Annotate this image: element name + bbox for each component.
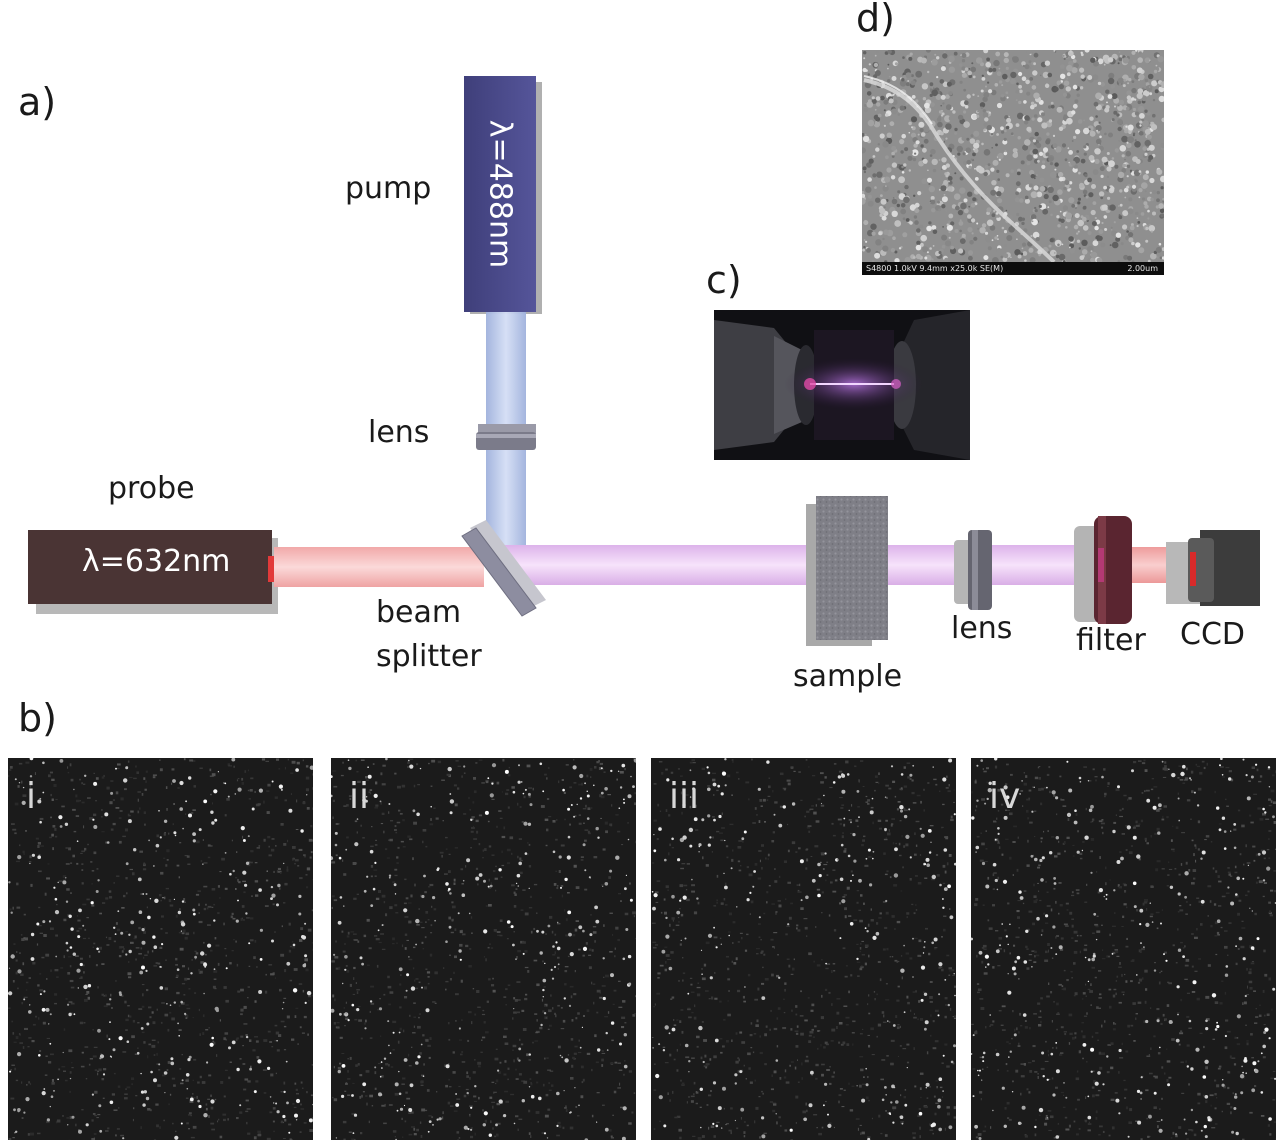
probe-laser (28, 530, 278, 614)
optical-setup-diagram (28, 76, 1260, 646)
pump-wavelength: λ=488nm (482, 119, 518, 269)
optical-filter (1074, 516, 1132, 624)
speckle-numeral-i: i (26, 776, 37, 817)
lens-top (476, 424, 536, 450)
pump-label: pump (345, 171, 432, 206)
sample-photo (714, 310, 970, 460)
panel-label-c: c) (706, 258, 742, 302)
beam-splitter (461, 520, 546, 617)
sample-label: sample (793, 659, 903, 694)
speckle-numeral-iii: iii (669, 776, 700, 817)
panel-label-d: d) (856, 0, 895, 40)
beam-splitter-label-line2: splitter (376, 639, 482, 674)
panel-label-a: a) (18, 80, 57, 124)
panel-label-b: b) (18, 696, 57, 740)
sem-micrograph: S4800 1.0kV 9.4mm x25.0k SE(M) 2.00um (862, 50, 1164, 275)
pump-laser (464, 76, 542, 314)
probe-label: probe (108, 471, 195, 506)
sem-info-text: S4800 1.0kV 9.4mm x25.0k SE(M) (866, 264, 1004, 273)
combined-beam (500, 545, 816, 585)
speckle-numeral-iv: iv (989, 776, 1021, 817)
sem-scale-text: 2.00um (1127, 264, 1158, 273)
speckle-image-ii: ii (331, 758, 636, 1140)
speckle-image-iv: iv (971, 758, 1276, 1140)
lens-top-label: lens (368, 415, 430, 450)
beam-splitter-label-line1: beam (376, 595, 462, 630)
sem-info-bar: S4800 1.0kV 9.4mm x25.0k SE(M) 2.00um (862, 262, 1164, 275)
sample (806, 496, 888, 646)
speckle-image-iii: iii (651, 758, 956, 1140)
lens-right (954, 530, 992, 610)
lens-right-label: lens (951, 611, 1013, 646)
filter-label: filter (1076, 623, 1146, 658)
speckle-numeral-ii: ii (349, 776, 370, 817)
ccd-label: CCD (1180, 617, 1245, 652)
ccd-camera (1166, 530, 1260, 606)
probe-beam (274, 547, 484, 587)
speckle-image-i: i (8, 758, 313, 1140)
probe-wavelength: λ=632nm (82, 544, 231, 579)
